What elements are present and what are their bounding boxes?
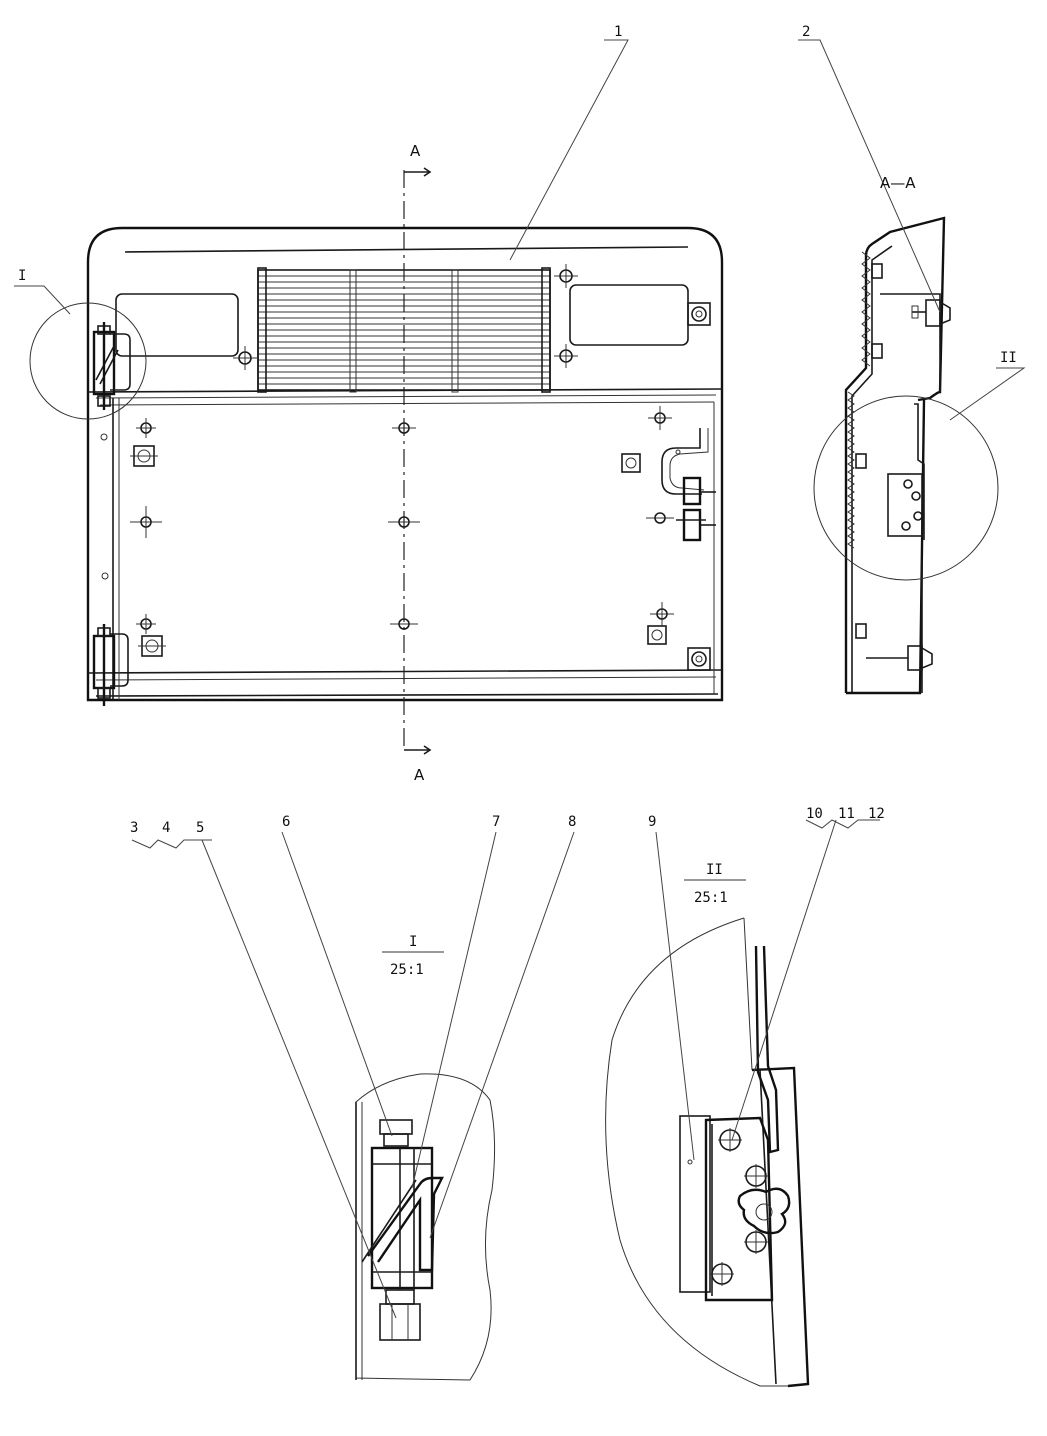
part-label-11: 11 [838, 806, 855, 822]
panel-outline [86, 226, 724, 702]
part-label-4: 4 [162, 820, 170, 836]
detail-I-scale: 25:1 [390, 962, 424, 978]
section-marker-bottom: A [414, 766, 425, 784]
part-label-10: 10 [806, 806, 823, 822]
detail-I-circle [29, 302, 147, 420]
part-label-12: 12 [868, 806, 885, 822]
part-label-8: 8 [568, 814, 576, 830]
detail-I-marker: I [18, 268, 26, 284]
part-label-5: 5 [196, 820, 204, 836]
detail-I [355, 951, 496, 1381]
detail-II-title: II [706, 862, 723, 878]
front-view [29, 167, 724, 755]
leader-lines [14, 39, 1026, 1319]
part-label-1: 1 [614, 24, 622, 40]
section-view-title: A—A [880, 174, 916, 192]
left-window [115, 293, 239, 357]
section-view-AA [813, 216, 999, 695]
part-label-6: 6 [282, 814, 290, 830]
detail-I-title: I [409, 934, 417, 950]
detail-II-scale: 25:1 [694, 890, 728, 906]
detail-II-circle [813, 395, 999, 581]
fasteners [130, 264, 711, 671]
labels: 1 2 3 4 5 6 7 8 9 10 11 12 A A A—A I II … [18, 24, 1017, 978]
upper-hinge [92, 322, 131, 410]
detail-II [605, 879, 810, 1388]
lower-hinge [92, 624, 129, 706]
section-marker-top: A [410, 142, 421, 160]
part-label-7: 7 [492, 814, 500, 830]
detail-II-marker: II [1000, 350, 1017, 366]
part-label-9: 9 [648, 814, 656, 830]
part-label-2: 2 [802, 24, 810, 40]
part-label-3: 3 [130, 820, 138, 836]
right-window [569, 284, 689, 346]
latch-mechanism [661, 428, 716, 542]
